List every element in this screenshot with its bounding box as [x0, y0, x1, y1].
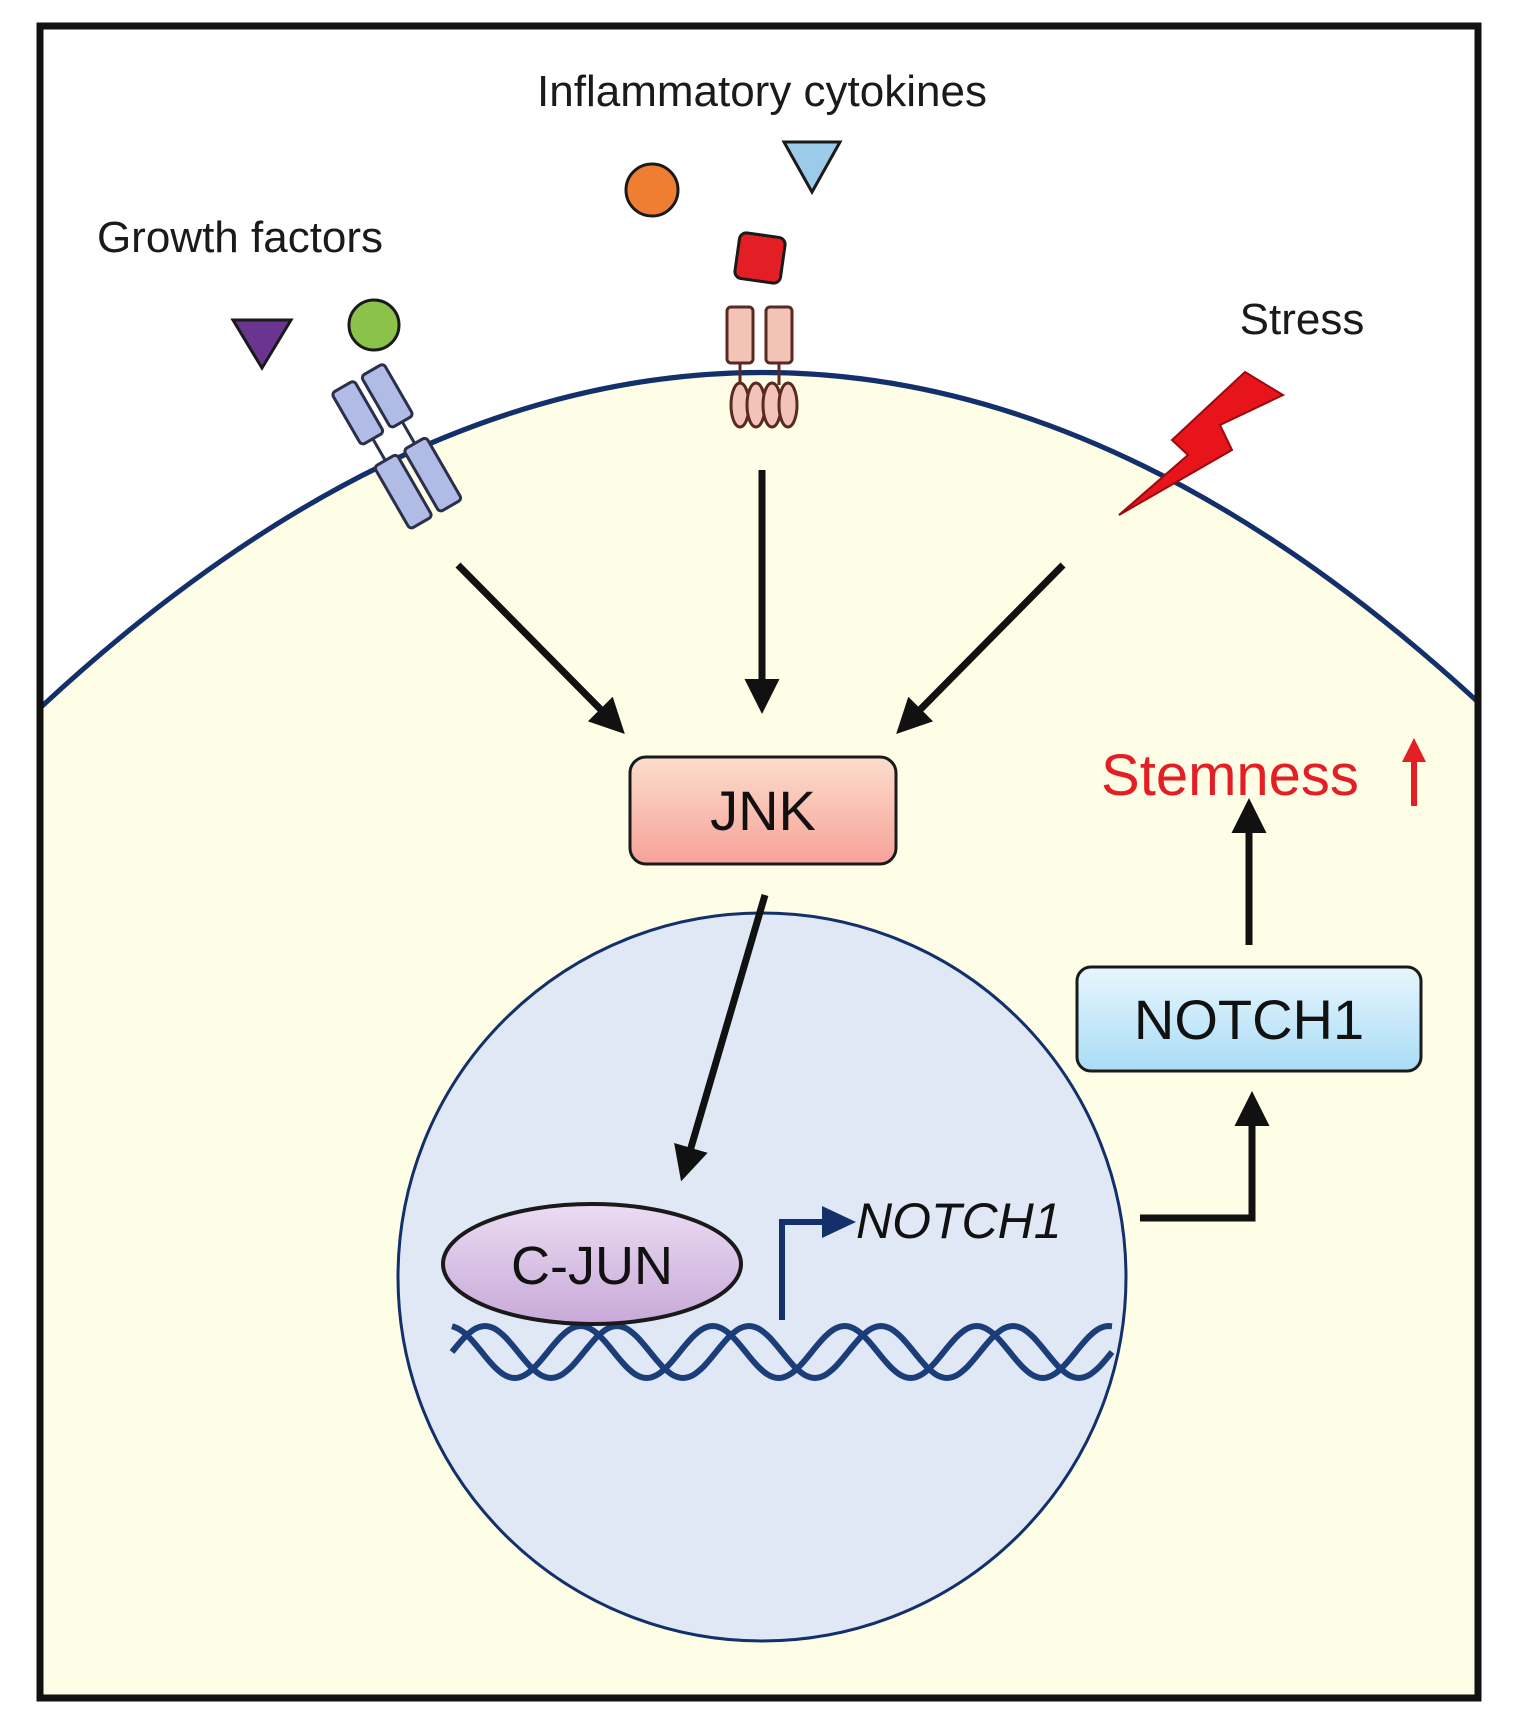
notch1-protein-label: NOTCH1: [1134, 988, 1364, 1051]
c-jun-label: C-JUN: [511, 1236, 673, 1296]
transcription-start-arrow-icon: [779, 1206, 856, 1320]
jnk-node: JNK: [628, 755, 898, 866]
jnk-to-cjun-arrow: [674, 894, 769, 1182]
notch1-protein-node: NOTCH1: [1075, 965, 1423, 1073]
stress-to-jnk-arrow: [896, 562, 1066, 734]
stress-lightning-icon: [1118, 370, 1286, 516]
growth-factors-label: Growth factors: [97, 213, 383, 262]
cytokine-triangle-icon: [781, 140, 843, 196]
cytokine-receptor-icon: [725, 305, 799, 429]
stemness-label: Stemness: [1101, 743, 1359, 808]
figure-frame: [36, 22, 1482, 1702]
growth-factor-circle-icon: [347, 298, 401, 352]
growth-factor-triangle-icon: [230, 318, 294, 371]
growth-factor-receptor-icon: [331, 363, 463, 530]
cell-membrane: [40, 370, 1478, 710]
growth-factor-to-jnk-arrow: [455, 562, 625, 734]
notch1-gene-label: NOTCH1: [856, 1193, 1062, 1249]
jnk-label: JNK: [710, 779, 816, 842]
cytokine-circle-icon: [624, 162, 680, 218]
inflammatory-cytokines-label: Inflammatory cytokines: [537, 67, 987, 116]
dna-helix-icon: [449, 1322, 1115, 1382]
c-jun-node: C-JUN: [441, 1202, 743, 1326]
notch1-gene-to-protein-arrow: [1140, 1091, 1270, 1222]
stress-label: Stress: [1240, 295, 1365, 344]
cytokine-square-icon: [733, 231, 787, 285]
stemness-up-arrow-icon: [1402, 738, 1426, 806]
